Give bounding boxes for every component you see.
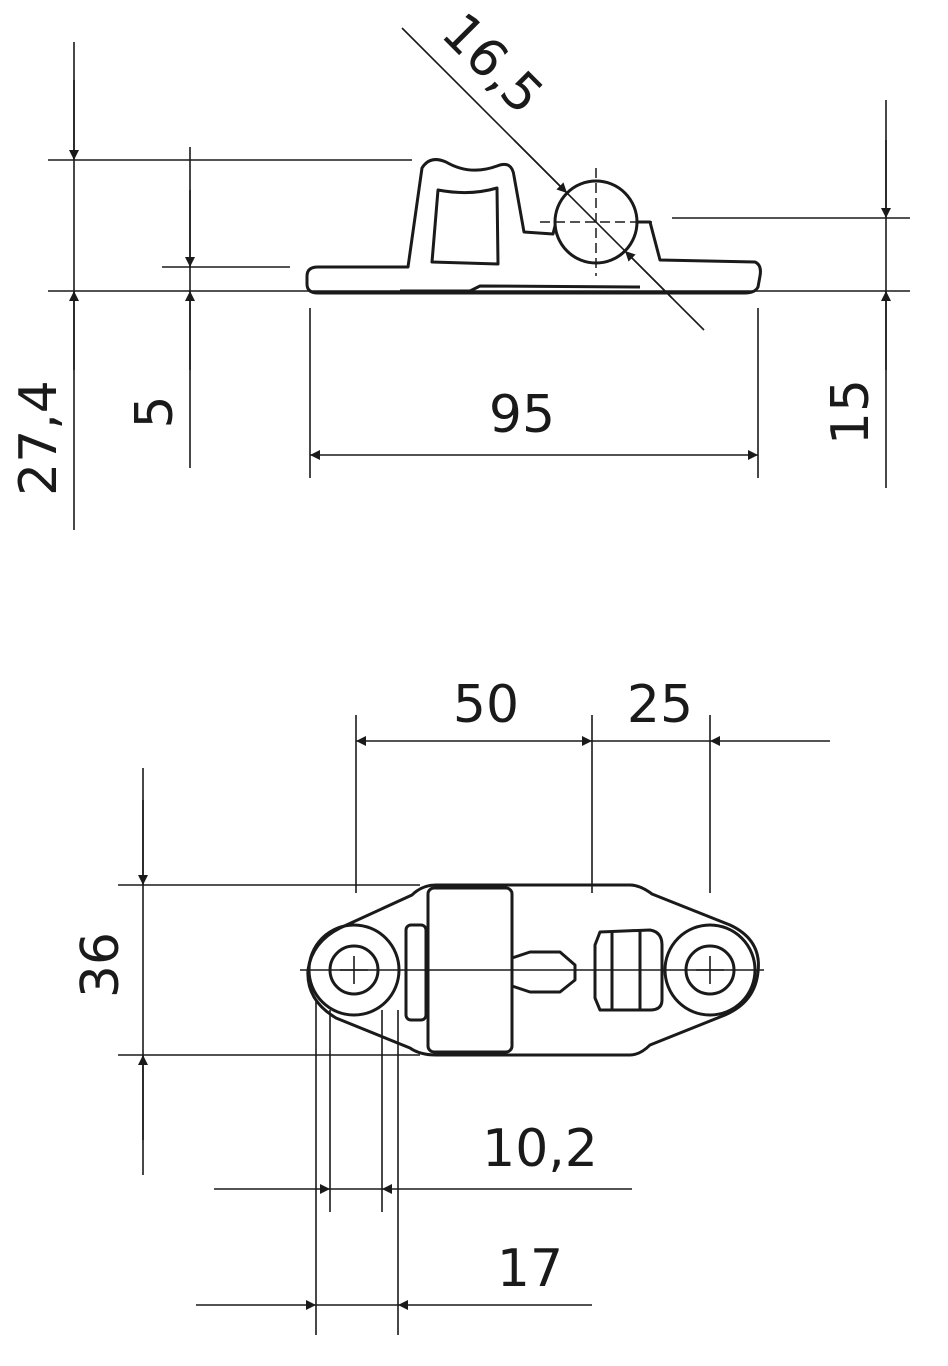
dim-total-height-label: 27,4 — [9, 380, 69, 496]
dim-length-label: 95 — [489, 385, 555, 445]
plan-view-extension-lines — [118, 715, 711, 1335]
plan-view — [118, 715, 830, 1335]
dim-inner-span-label: 10,2 — [482, 1119, 598, 1179]
plan-view-dimension-arrows — [138, 736, 830, 1310]
dim-outer-span-label: 17 — [497, 1239, 563, 1299]
dim-16-5-arrow-lower — [624, 250, 673, 299]
side-view-part-outline — [305, 158, 762, 295]
dim-hole-to-axis-label: 50 — [453, 675, 519, 735]
dim-axis-to-hole-label: 25 — [627, 675, 693, 735]
dim-base-thickness-label: 5 — [125, 395, 185, 428]
side-view-dimension-arrows — [69, 80, 891, 460]
dim-16-5-arrow-upper — [513, 139, 568, 194]
side-view — [48, 27, 910, 530]
dim-width-label: 36 — [71, 932, 131, 998]
dim-roller-diameter-label: 16,5 — [430, 2, 554, 126]
dim-axis-height-label: 15 — [821, 379, 881, 445]
